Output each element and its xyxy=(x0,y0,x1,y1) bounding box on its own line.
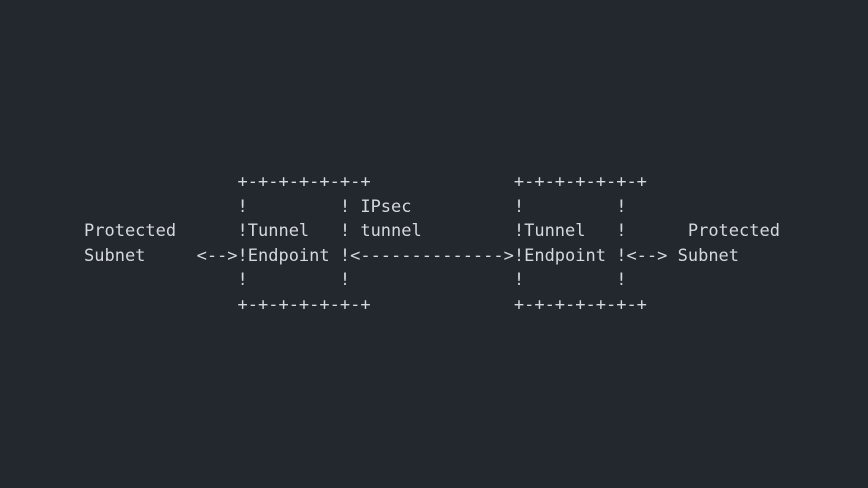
ascii-line-bottom-border: +-+-+-+-+-+-+ +-+-+-+-+-+-+ xyxy=(84,294,647,315)
ascii-line-endpoint-arrows: Subnet <-->!Endpoint !<-------------->!E… xyxy=(84,245,740,266)
ipsec-tunnel-ascii-diagram: +-+-+-+-+-+-+ +-+-+-+-+-+-+ ! ! IPsec ! … xyxy=(84,170,780,317)
ascii-line-top-border: +-+-+-+-+-+-+ +-+-+-+-+-+-+ xyxy=(84,172,647,192)
ascii-line-ipsec-label: ! ! IPsec ! ! xyxy=(84,196,627,217)
ascii-line-tunnel-label: Protected !Tunnel ! tunnel !Tunnel ! Pro… xyxy=(84,221,780,241)
ascii-line-box-walls: ! ! ! ! xyxy=(84,270,627,290)
